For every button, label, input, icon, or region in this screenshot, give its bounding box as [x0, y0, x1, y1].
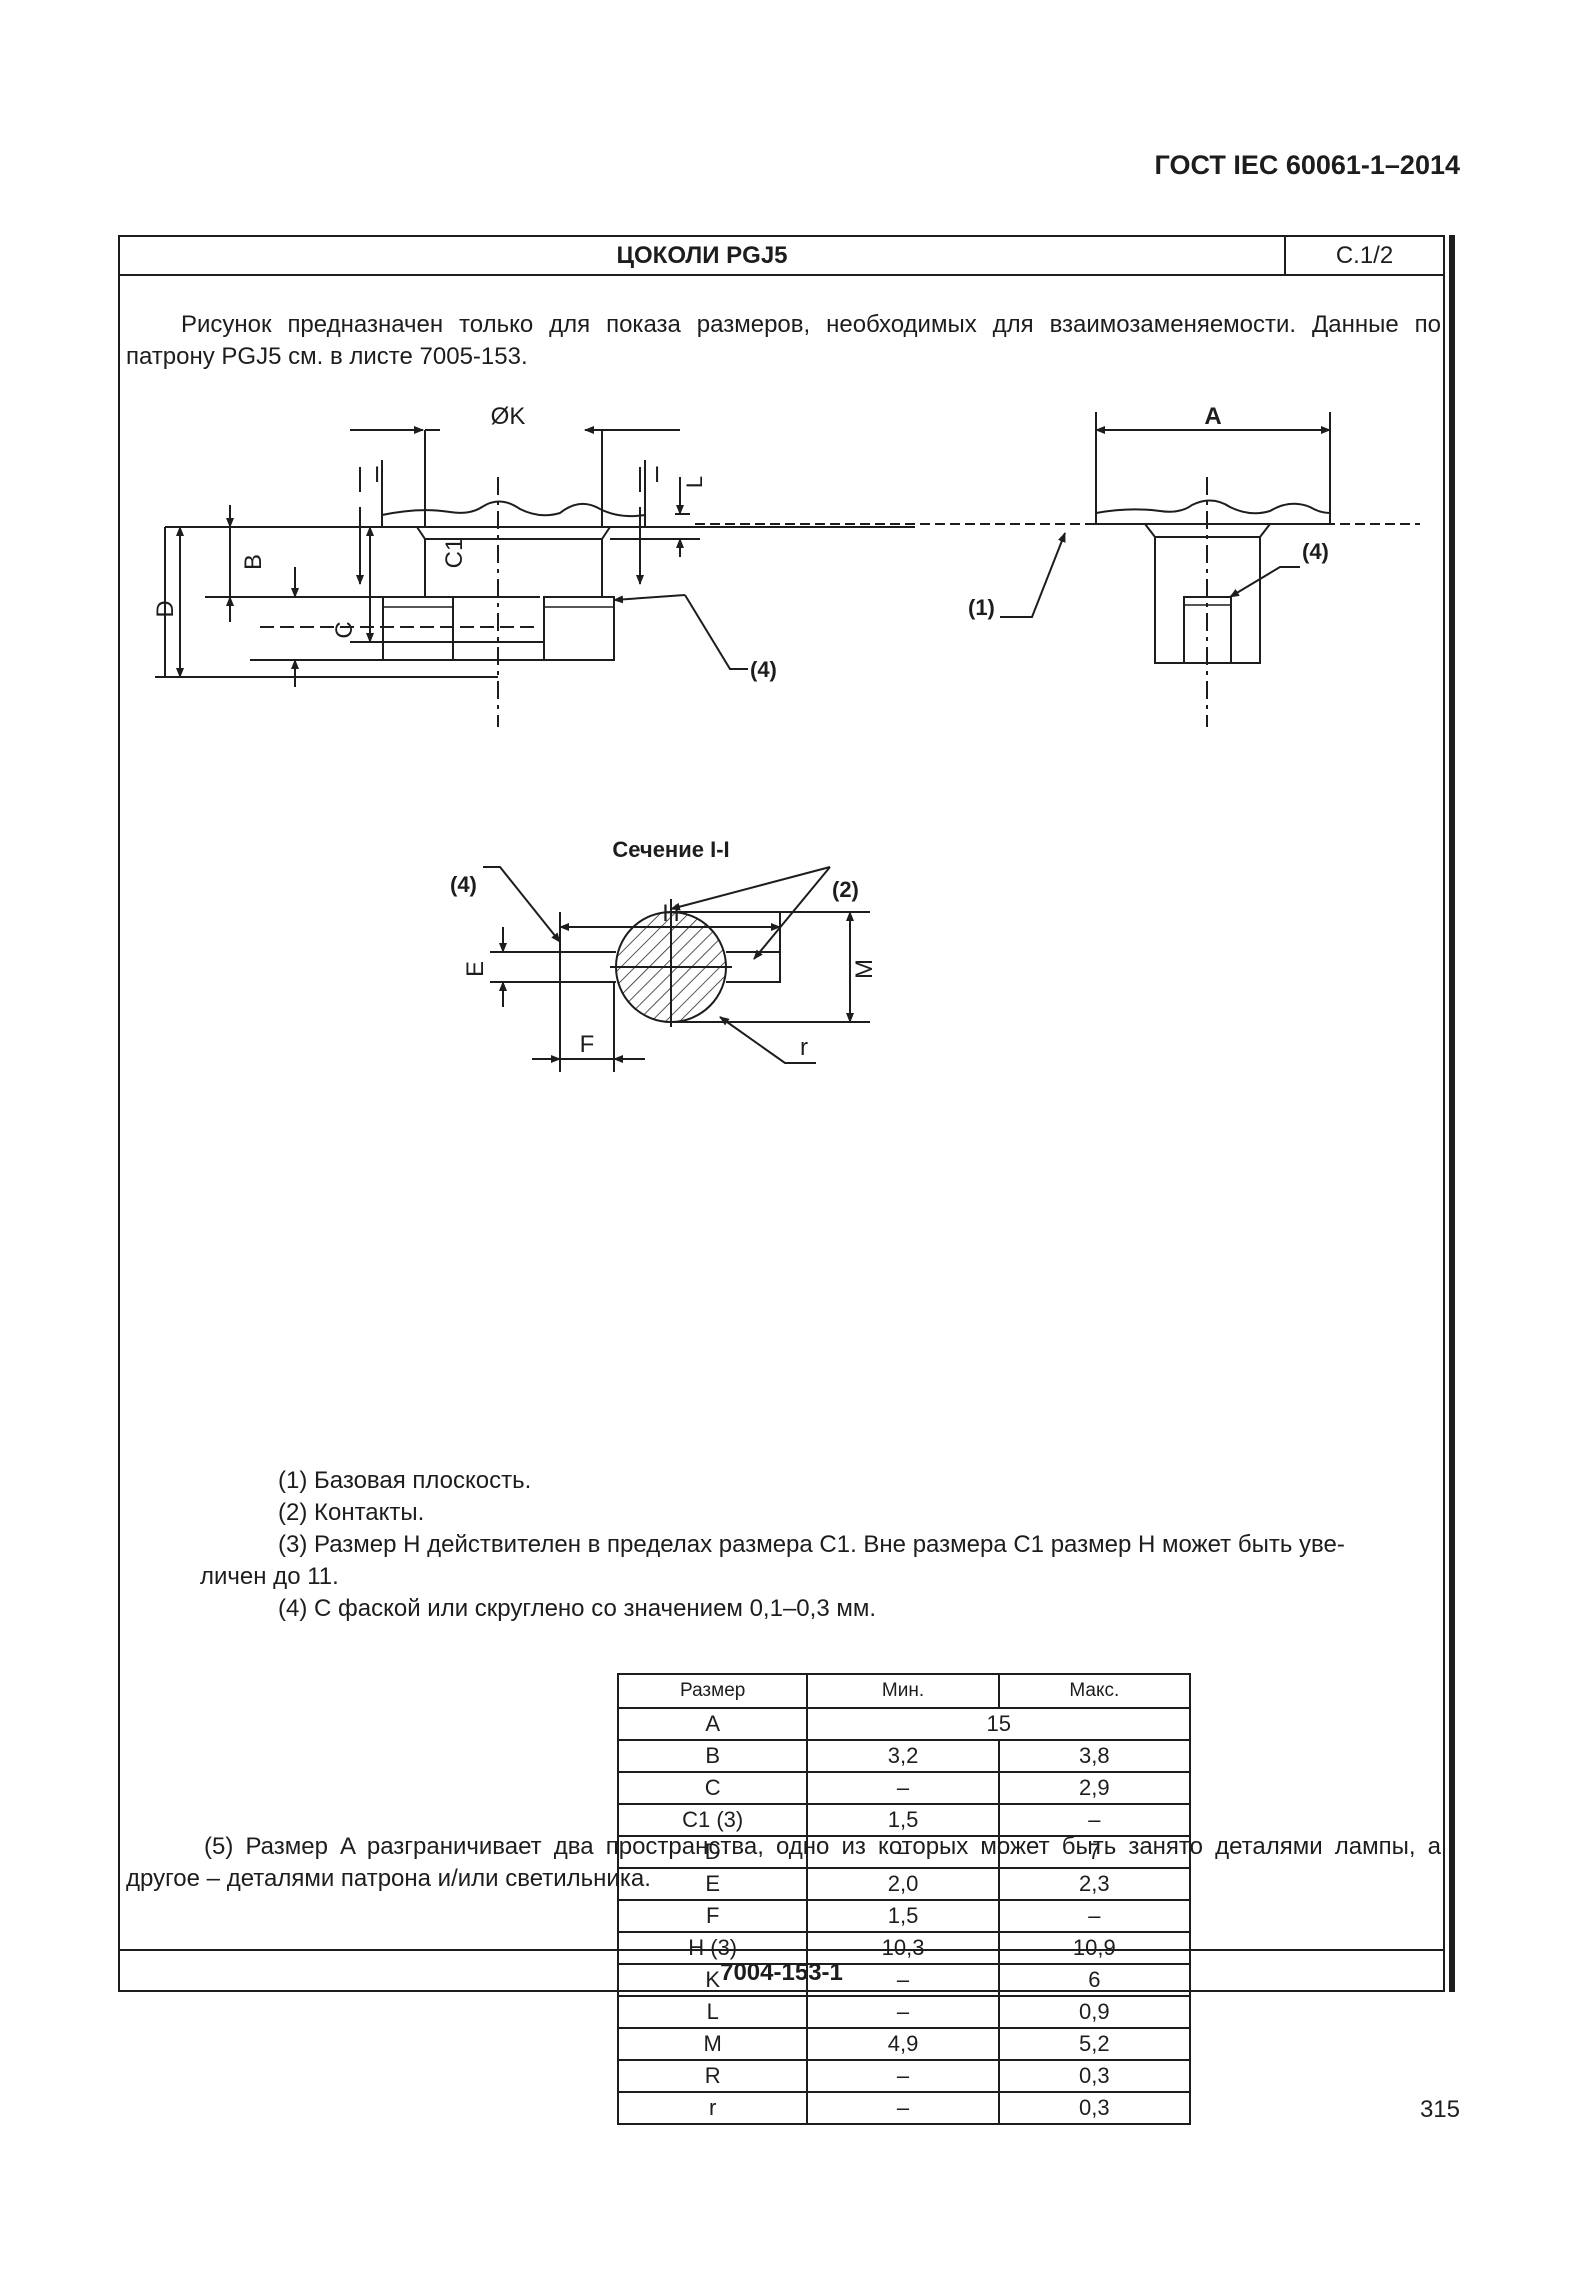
- table-cell: K: [616, 1963, 809, 1997]
- intro-paragraph: Рисунок предназначен только для показа р…: [126, 311, 1441, 370]
- label-note4-section: (4): [450, 872, 477, 897]
- table-cell: –: [806, 1995, 1000, 2029]
- table-cell: 0,9: [997, 1995, 1192, 2029]
- table-cell: E: [616, 1867, 809, 1901]
- table-cell: C: [616, 1771, 809, 1805]
- table-cell: D: [616, 1835, 809, 1869]
- end-view: [695, 412, 1420, 727]
- table-cell: L: [616, 1995, 809, 2029]
- label-A: A: [1204, 403, 1221, 430]
- table-header: Макс.: [997, 1673, 1192, 1709]
- label-D: D: [152, 600, 179, 617]
- label-B: B: [240, 554, 267, 570]
- label-E: E: [462, 961, 489, 977]
- label-H: H: [662, 900, 679, 927]
- table-cell: –: [806, 1771, 1000, 1805]
- sheet-frame: ЦОКОЛИ PGJ5 С.1/2 Рисунок предназначен т…: [118, 235, 1445, 2125]
- section-view: [483, 866, 870, 1072]
- notes-block: (1) Базовая плоскость. (2) Контакты. (3)…: [200, 1465, 1430, 1625]
- label-C1: C1: [441, 538, 468, 569]
- section-title: Сечение I-I: [612, 837, 729, 862]
- label-section-I-right: I: [654, 462, 660, 487]
- table-cell: 1,5: [806, 1899, 1000, 1933]
- table-cell: –: [806, 2059, 1000, 2093]
- label-note4-end: (4): [1302, 539, 1329, 564]
- table-cell: 3,8: [997, 1739, 1192, 1773]
- sheet-footer-code: 7004-153-1: [120, 1949, 1443, 1994]
- table-row: r–0,3: [616, 2091, 1192, 2125]
- table-row: R–0,3: [616, 2059, 1192, 2093]
- sheet-number: С.1/2: [1335, 242, 1394, 269]
- side-view: [155, 426, 915, 727]
- table-cell: A: [616, 1707, 809, 1741]
- table-cell: 10,3: [806, 1931, 1000, 1965]
- note-3-cont: личен до 11.: [200, 1563, 339, 1590]
- table-cell: 2,0: [806, 1867, 1000, 1901]
- sheet-title: ЦОКОЛИ PGJ5: [120, 237, 1286, 274]
- table-cell: –: [806, 2091, 1000, 2125]
- table-row: L–0,9: [616, 1995, 1192, 2029]
- table-cell: –: [997, 1899, 1192, 1933]
- label-section-I-left: I: [374, 462, 380, 487]
- label-L: L: [682, 476, 707, 488]
- table-row: D–7: [616, 1835, 1192, 1869]
- note-5-paragraph: (5) Размер A разграничивает два простран…: [126, 1833, 1441, 1892]
- table-row: K–6: [616, 1963, 1192, 1997]
- note-3: (3) Размер H действителен в пределах раз…: [278, 1531, 1345, 1558]
- table-cell: R: [616, 2059, 809, 2093]
- table-cell: 4,9: [806, 2027, 1000, 2061]
- label-note2: (2): [832, 877, 859, 902]
- page-number: 315: [1419, 2096, 1460, 2123]
- table-cell: 5,2: [997, 2027, 1192, 2061]
- note-1: (1) Базовая плоскость.: [278, 1467, 532, 1494]
- label-C: C: [331, 621, 358, 638]
- table-row: A 15: [616, 1707, 1191, 1741]
- table-cell: 0,3: [997, 2059, 1192, 2093]
- standard-number: ГОСТ IEC 60061-1–2014: [1154, 150, 1460, 180]
- table-cell: B: [616, 1739, 809, 1773]
- table-cell: 2,9: [997, 1771, 1192, 1805]
- note-2: (2) Контакты.: [278, 1499, 425, 1526]
- table-cell: F: [616, 1899, 809, 1933]
- table-cell: C1 (3): [616, 1803, 809, 1837]
- table-cell: 3,2: [806, 1739, 1000, 1773]
- table-row: C1 (3)1,5–: [616, 1803, 1192, 1837]
- table-cell: –: [806, 1835, 1000, 1869]
- label-M: M: [851, 959, 878, 979]
- table-cell: M: [616, 2027, 809, 2061]
- table-cell: –: [806, 1963, 1000, 1997]
- table-header-row: Размер Мин. Макс.: [616, 1673, 1192, 1709]
- table-cell: 10,9: [997, 1931, 1192, 1965]
- table-header: Размер: [616, 1673, 809, 1709]
- label-phiK: ØK: [491, 403, 526, 430]
- table-header: Мин.: [806, 1673, 1000, 1709]
- frame-right-rule: [1449, 235, 1455, 1992]
- label-note4-side: (4): [750, 657, 777, 682]
- sheet-header: ЦОКОЛИ PGJ5 С.1/2: [120, 237, 1443, 276]
- table-cell: 2,3: [997, 1867, 1192, 1901]
- note-4: (4) С фаской или скруглено со значением …: [278, 1595, 876, 1622]
- table-cell: 15: [806, 1707, 1191, 1741]
- technical-drawing: ØK A L D B C C1 (4) (1) (4) Сечение I-I …: [152, 403, 1420, 1072]
- table-row: C–2,9: [616, 1771, 1192, 1805]
- table-cell: r: [616, 2091, 809, 2125]
- label-F: F: [580, 1031, 595, 1058]
- label-note1: (1): [968, 595, 995, 620]
- table-cell: –: [997, 1803, 1192, 1837]
- table-cell: H (3): [616, 1931, 809, 1965]
- label-r: r: [800, 1034, 808, 1061]
- table-cell: 1,5: [806, 1803, 1000, 1837]
- table-cell: 6: [997, 1963, 1192, 1997]
- table-cell: 7: [997, 1835, 1192, 1869]
- table-cell: 0,3: [997, 2091, 1192, 2125]
